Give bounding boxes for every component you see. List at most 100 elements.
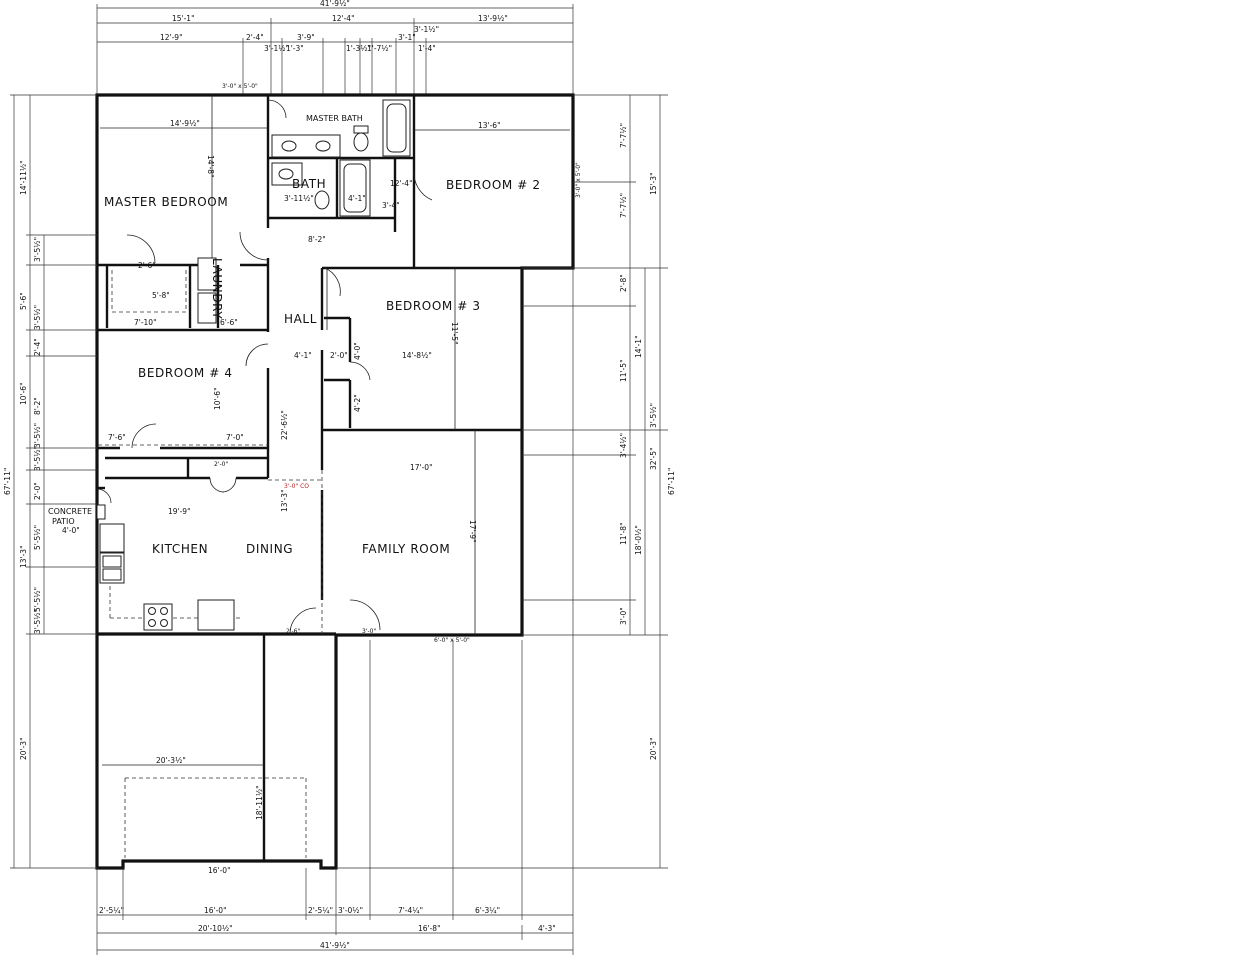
dim-right-f: 11'-5" xyxy=(619,359,628,382)
window-label-top: 3'-0" x 5'-0" xyxy=(222,83,258,90)
dim-bot-d: 3'-0½" xyxy=(338,906,363,915)
door-swings xyxy=(96,99,433,635)
patio-post xyxy=(96,504,106,520)
note-red-co: 3'-0" CO xyxy=(284,483,309,490)
dim-bath-b: 4'-1" xyxy=(348,194,366,203)
dim-right-c: 15'-3" xyxy=(649,172,658,195)
dim-left-m: 5'-5½" xyxy=(33,587,42,612)
kitchen-counter-top xyxy=(99,523,125,553)
dim-bot-e: 7'-4¼" xyxy=(398,906,423,915)
dim-top2-a: 12'-9" xyxy=(160,33,183,42)
dim-left-j: 2'-0" xyxy=(33,482,42,500)
dim-bath-a: 3'-11½" xyxy=(284,194,314,203)
dim-b3-closet-a: 2'-0" xyxy=(330,351,348,360)
top-dimensions xyxy=(96,4,574,95)
dim-garage-w: 20'-3½" xyxy=(156,756,186,765)
fixtures xyxy=(96,99,411,631)
dim-right-a: 7'-7½" xyxy=(619,123,628,148)
dim-b3-width: 14'-8½" xyxy=(402,351,432,360)
dim-top2-b: 2'-4" xyxy=(246,33,264,42)
toilet-hall xyxy=(314,190,330,210)
dim-hall-len: 22'-6½" xyxy=(280,410,289,440)
dim-door-c: 6'-0" x 5'-0" xyxy=(434,637,470,644)
exterior-walls xyxy=(95,93,575,870)
dim-bot2-b: 16'-8" xyxy=(418,924,441,933)
room-bedroom-4: BEDROOM # 4 xyxy=(138,366,233,380)
dim-left-b: 3'-5½" xyxy=(33,237,42,262)
dim-overall-top: 41'-9½" xyxy=(320,0,350,8)
room-patio-line2: PATIO xyxy=(52,517,75,526)
dim-left-k: 13'-3" xyxy=(19,545,28,568)
dim-closet-a: 2'-6" xyxy=(138,261,156,270)
dim-right-g: 3'-5½" xyxy=(649,403,658,428)
dim-right-b: 7'-7½" xyxy=(619,193,628,218)
dryer xyxy=(197,257,217,291)
room-bedroom-3: BEDROOM # 3 xyxy=(386,299,481,313)
dim-right-j: 11'-8" xyxy=(619,522,628,545)
dim-mb-height: 14'-8" xyxy=(206,155,215,178)
dim-top2-h: 1'-3½" xyxy=(346,44,371,53)
dim-top2-g: 1'-3" xyxy=(286,44,304,53)
right-dimensions xyxy=(336,94,668,869)
dim-fam-width: 17'-0" xyxy=(410,463,433,472)
window-label-right: 3'-0" x 5'-0" xyxy=(575,162,582,198)
dim-b3-height: 11'-5" xyxy=(450,322,459,345)
dim-right-e: 14'-1" xyxy=(634,335,643,358)
dim-left-f: 10'-6" xyxy=(19,382,28,405)
dim-top2-i: 1'-7½" xyxy=(367,44,392,53)
dim-top-c: 13'-9½" xyxy=(478,14,508,23)
dim-garage-door: 16'-0" xyxy=(208,866,231,875)
dim-bot2-a: 20'-10½" xyxy=(198,924,233,933)
room-family-room: FAMILY ROOM xyxy=(362,542,450,556)
dim-bot-a: 2'-5¼" xyxy=(99,906,124,915)
room-master-bedroom: MASTER BEDROOM xyxy=(104,195,228,209)
dim-right-l: 3'-0" xyxy=(619,607,628,625)
dim-door-b: 3'-0" xyxy=(362,628,376,635)
dim-b4-b: 7'-0" xyxy=(226,433,244,442)
room-master-bath: MASTER BATH xyxy=(306,114,363,123)
dim-right-i: 3'-4½" xyxy=(619,433,628,458)
dim-right-m: 20'-3" xyxy=(649,737,658,760)
dim-left-l: 5'-5½" xyxy=(33,525,42,550)
dim-left-g: 8'-2" xyxy=(33,397,42,415)
dim-top2-d: 3'-1" xyxy=(398,33,416,42)
dim-top2-c: 3'-9" xyxy=(297,33,315,42)
dim-left-e: 2'-4" xyxy=(33,338,42,356)
dim-closet-c: 7'-10" xyxy=(134,318,157,327)
interior-walls xyxy=(95,95,522,861)
dim-right-overall: 67'-11" xyxy=(667,468,676,495)
dim-patio-w: 4'-0" xyxy=(62,526,80,535)
room-laundry: LAUNDRY xyxy=(210,258,224,319)
dim-door-a: 2'-6" xyxy=(286,628,300,635)
dim-fam-height: 17'-9" xyxy=(468,520,477,543)
dim-b2-a: 12'-4" xyxy=(390,179,413,188)
room-patio-line1: CONCRETE xyxy=(48,507,92,516)
dim-closet-b: 5'-8" xyxy=(152,291,170,300)
dim-b4-a: 7'-6" xyxy=(108,433,126,442)
refrigerator xyxy=(197,599,235,631)
dim-kit-dim: 13'-3" xyxy=(280,489,289,512)
room-bedroom-2: BEDROOM # 2 xyxy=(446,178,541,192)
dim-mb-width: 14'-9½" xyxy=(170,119,200,128)
dim-top-b: 12'-4" xyxy=(332,14,355,23)
dim-b3-closet-c: 4'-2" xyxy=(353,394,362,412)
dim-left-d: 3'-5½" xyxy=(33,305,42,330)
dim-right-k: 18'-0½" xyxy=(634,525,643,555)
dim-top2-j: 3'-1½" xyxy=(414,25,439,34)
dim-left-n: 3'-5½" xyxy=(33,609,42,634)
dim-b3-closet-b: 4'-0" xyxy=(353,342,362,360)
dim-b2-b: 3'-4" xyxy=(382,201,400,210)
dim-left-o: 20'-3" xyxy=(19,737,28,760)
dim-overall-bottom: 41'-9½" xyxy=(320,941,350,950)
dim-right-h: 32'-5" xyxy=(649,447,658,470)
dim-right-d: 2'-8" xyxy=(619,274,628,292)
left-dimensions xyxy=(10,94,97,869)
dim-bot-f: 6'-3¼" xyxy=(475,906,500,915)
dim-left-c: 5'-6" xyxy=(19,292,28,310)
dim-top-a: 15'-1" xyxy=(172,14,195,23)
washer xyxy=(197,292,217,324)
dim-left-h: 3'-5½" xyxy=(33,423,42,448)
room-dining: DINING xyxy=(246,542,293,556)
dim-bot-b: 16'-0" xyxy=(204,906,227,915)
